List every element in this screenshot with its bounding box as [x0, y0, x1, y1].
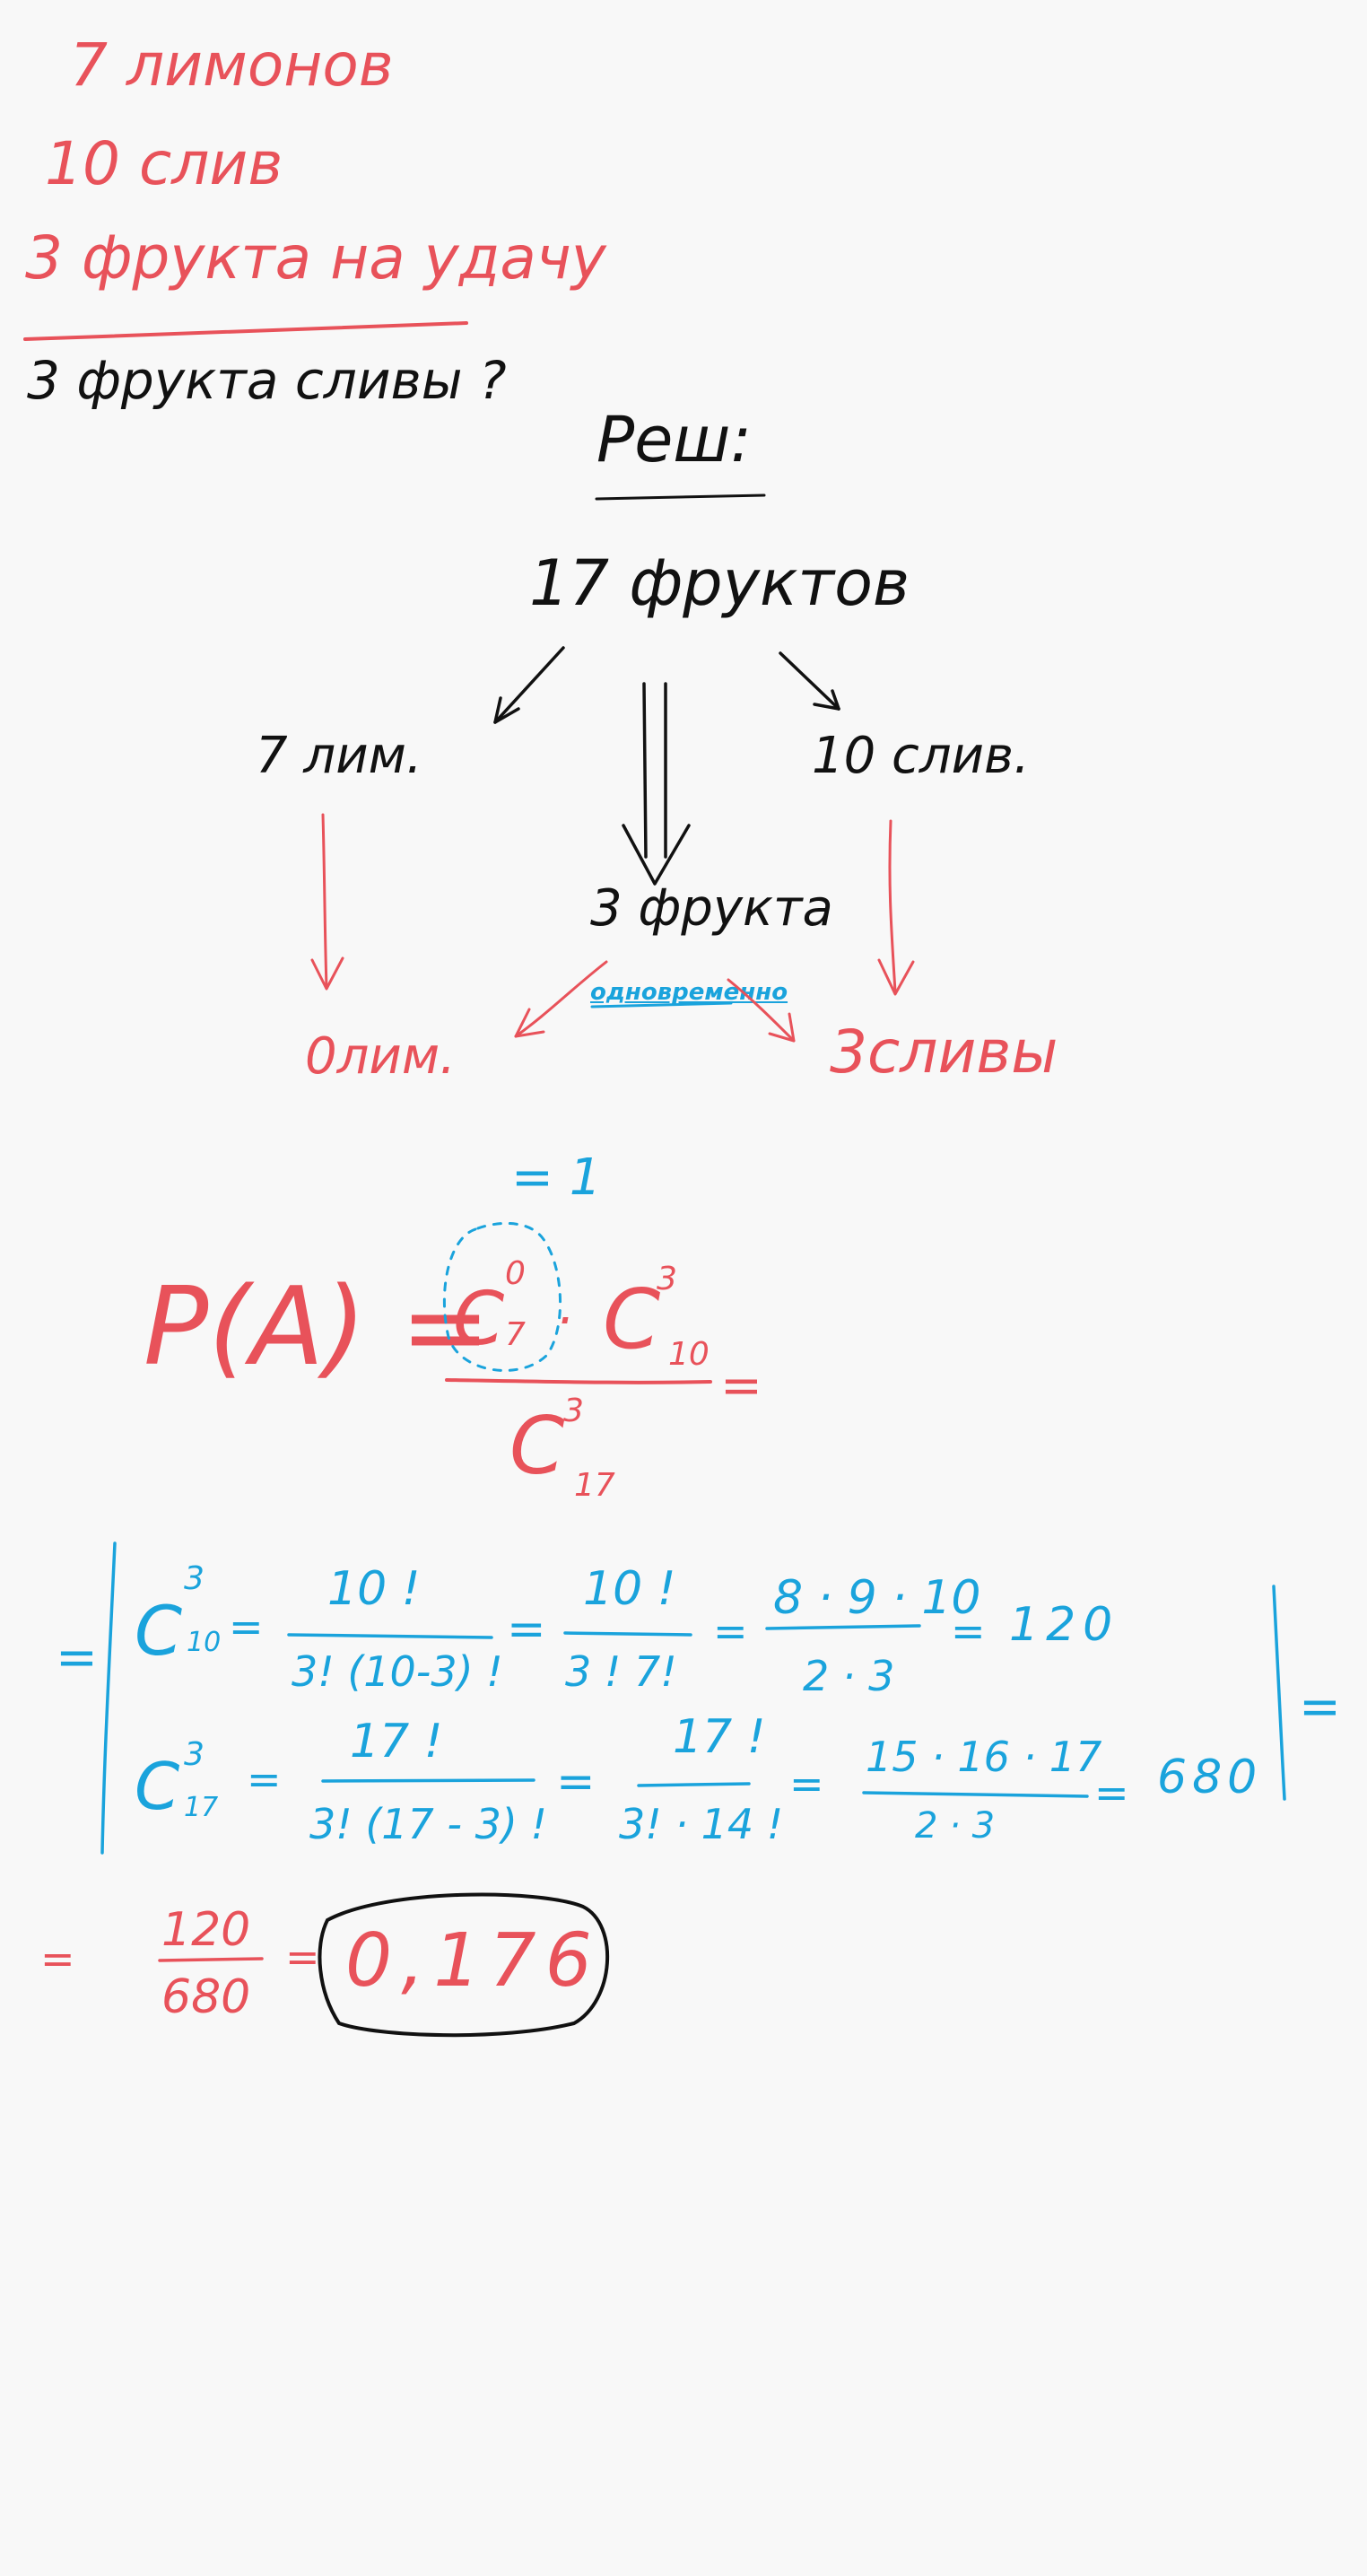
den-sub: 17 — [574, 1467, 615, 1504]
c-plum-sub: 10 — [668, 1336, 710, 1373]
row2-eq3: = — [789, 1760, 824, 1808]
row1-sub: 10 — [187, 1627, 222, 1658]
calc-leading-eq: = — [56, 1629, 98, 1687]
question: 3 фрукта сливы ? — [27, 350, 507, 411]
row2-c: C — [135, 1749, 180, 1824]
c-lemon-sup: 0 — [505, 1255, 526, 1292]
answer-eq2: = — [285, 1933, 320, 1981]
row2-result: 680 — [1157, 1751, 1263, 1804]
tree-arrows — [310, 646, 915, 1043]
row2-eq4: = — [1094, 1768, 1129, 1817]
multiply-dot: · — [556, 1292, 572, 1350]
answer-value: 0,176 — [345, 1918, 601, 2004]
total-fruits: 17 фруктов — [529, 546, 910, 620]
answer-eq: = — [40, 1934, 75, 1983]
row2-f2-den: 3! · 14 ! — [619, 1800, 784, 1848]
condition-underline — [23, 321, 468, 341]
answer-den: 680 — [161, 1970, 251, 2024]
c-plum: C — [603, 1271, 661, 1367]
formula-lhs: P(A) = — [144, 1265, 491, 1390]
heading-underline — [595, 493, 766, 501]
simultaneously-note: одновременно — [590, 979, 788, 1006]
row1-f2-num: 10 ! — [583, 1562, 676, 1616]
zero-lemons-node: 0лим. — [305, 1027, 456, 1086]
calc-trailing-eq: = — [1299, 1678, 1341, 1736]
den-sup: 3 — [563, 1393, 584, 1429]
condition-random-fruits: 3 фрукта на удачу — [25, 223, 606, 293]
row2-f3-den: 2 · 3 — [915, 1805, 996, 1847]
row2-f2-num: 17 ! — [673, 1710, 766, 1764]
row1-eq1: = — [229, 1602, 264, 1651]
three-plums-node: 3сливы — [830, 1017, 1058, 1087]
c-lemon: C — [453, 1277, 505, 1362]
row2-f1-den: 3! (17 - 3) ! — [309, 1800, 547, 1848]
row1-c: C — [135, 1591, 183, 1671]
row1-f2-den: 3 ! 7! — [565, 1647, 677, 1696]
row2-eq2: = — [556, 1755, 596, 1809]
row2-f1-num: 17 ! — [350, 1715, 443, 1768]
condition-plums: 10 слив — [45, 129, 283, 198]
plums-node: 10 слив. — [812, 727, 1030, 785]
row1-sup: 3 — [184, 1560, 205, 1597]
equals-one-note: = 1 — [511, 1148, 602, 1207]
row1-f1-num: 10 ! — [327, 1562, 421, 1616]
row1-f3-num: 8 · 9 · 10 — [773, 1571, 981, 1625]
row2-eq1: = — [247, 1755, 282, 1803]
row1-result: 120 — [1009, 1598, 1120, 1652]
solution-heading: Реш: — [596, 403, 752, 476]
formula-eq-after: = — [720, 1357, 762, 1415]
row1-eq4: = — [951, 1607, 986, 1655]
formula-graphics — [442, 1221, 712, 1384]
row1-eq3: = — [713, 1607, 748, 1655]
row2-sub: 17 — [184, 1792, 219, 1823]
row1-f1-den: 3! (10-3) ! — [292, 1647, 503, 1696]
answer-graphics — [158, 1892, 610, 2038]
row2-sup: 3 — [184, 1736, 205, 1773]
den-c: C — [509, 1400, 565, 1492]
row1-eq2: = — [507, 1602, 546, 1656]
calc-graphics — [100, 1541, 1286, 1855]
lemons-node: 7 лим. — [256, 727, 422, 785]
picked-node: 3 фрукта — [590, 879, 833, 938]
answer-num: 120 — [161, 1903, 251, 1957]
row2-f3-num: 15 · 16 · 17 — [866, 1733, 1102, 1781]
c-lemon-sub: 7 — [505, 1316, 526, 1353]
condition-lemons: 7 лимонов — [70, 31, 394, 100]
c-plum-sup: 3 — [657, 1261, 677, 1297]
row1-f3-den: 2 · 3 — [803, 1652, 895, 1700]
